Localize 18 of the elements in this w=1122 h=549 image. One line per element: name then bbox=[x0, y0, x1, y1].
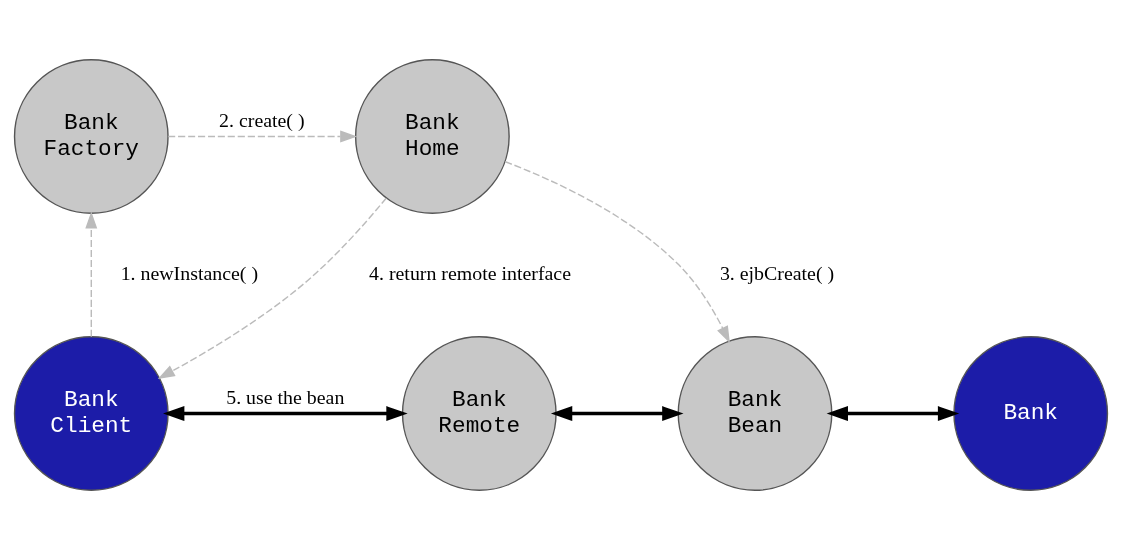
arrow bbox=[504, 160, 730, 343]
arrow bbox=[85, 210, 98, 337]
node-circle: Bank Remote bbox=[401, 335, 557, 491]
node-circle: Bank Client bbox=[13, 335, 169, 491]
arrow bbox=[550, 405, 684, 421]
node-circle: Bank Bean bbox=[677, 335, 833, 491]
edge-label: 4. return remote interface bbox=[369, 261, 572, 284]
arrow bbox=[167, 129, 358, 142]
arrow bbox=[163, 405, 408, 421]
node-circle: Bank Factory bbox=[13, 58, 169, 214]
arrow bbox=[826, 405, 960, 421]
edge-label: 5. use the bean bbox=[226, 385, 345, 408]
node-circle: Bank Home bbox=[354, 58, 510, 214]
edge-label: 3. ejbCreate( ) bbox=[719, 261, 835, 284]
node-circle: Bank bbox=[953, 335, 1109, 491]
edge-label: 1. newInstance( ) bbox=[120, 261, 259, 284]
edge-label: 2. create( ) bbox=[219, 108, 305, 131]
arrow bbox=[157, 197, 387, 379]
